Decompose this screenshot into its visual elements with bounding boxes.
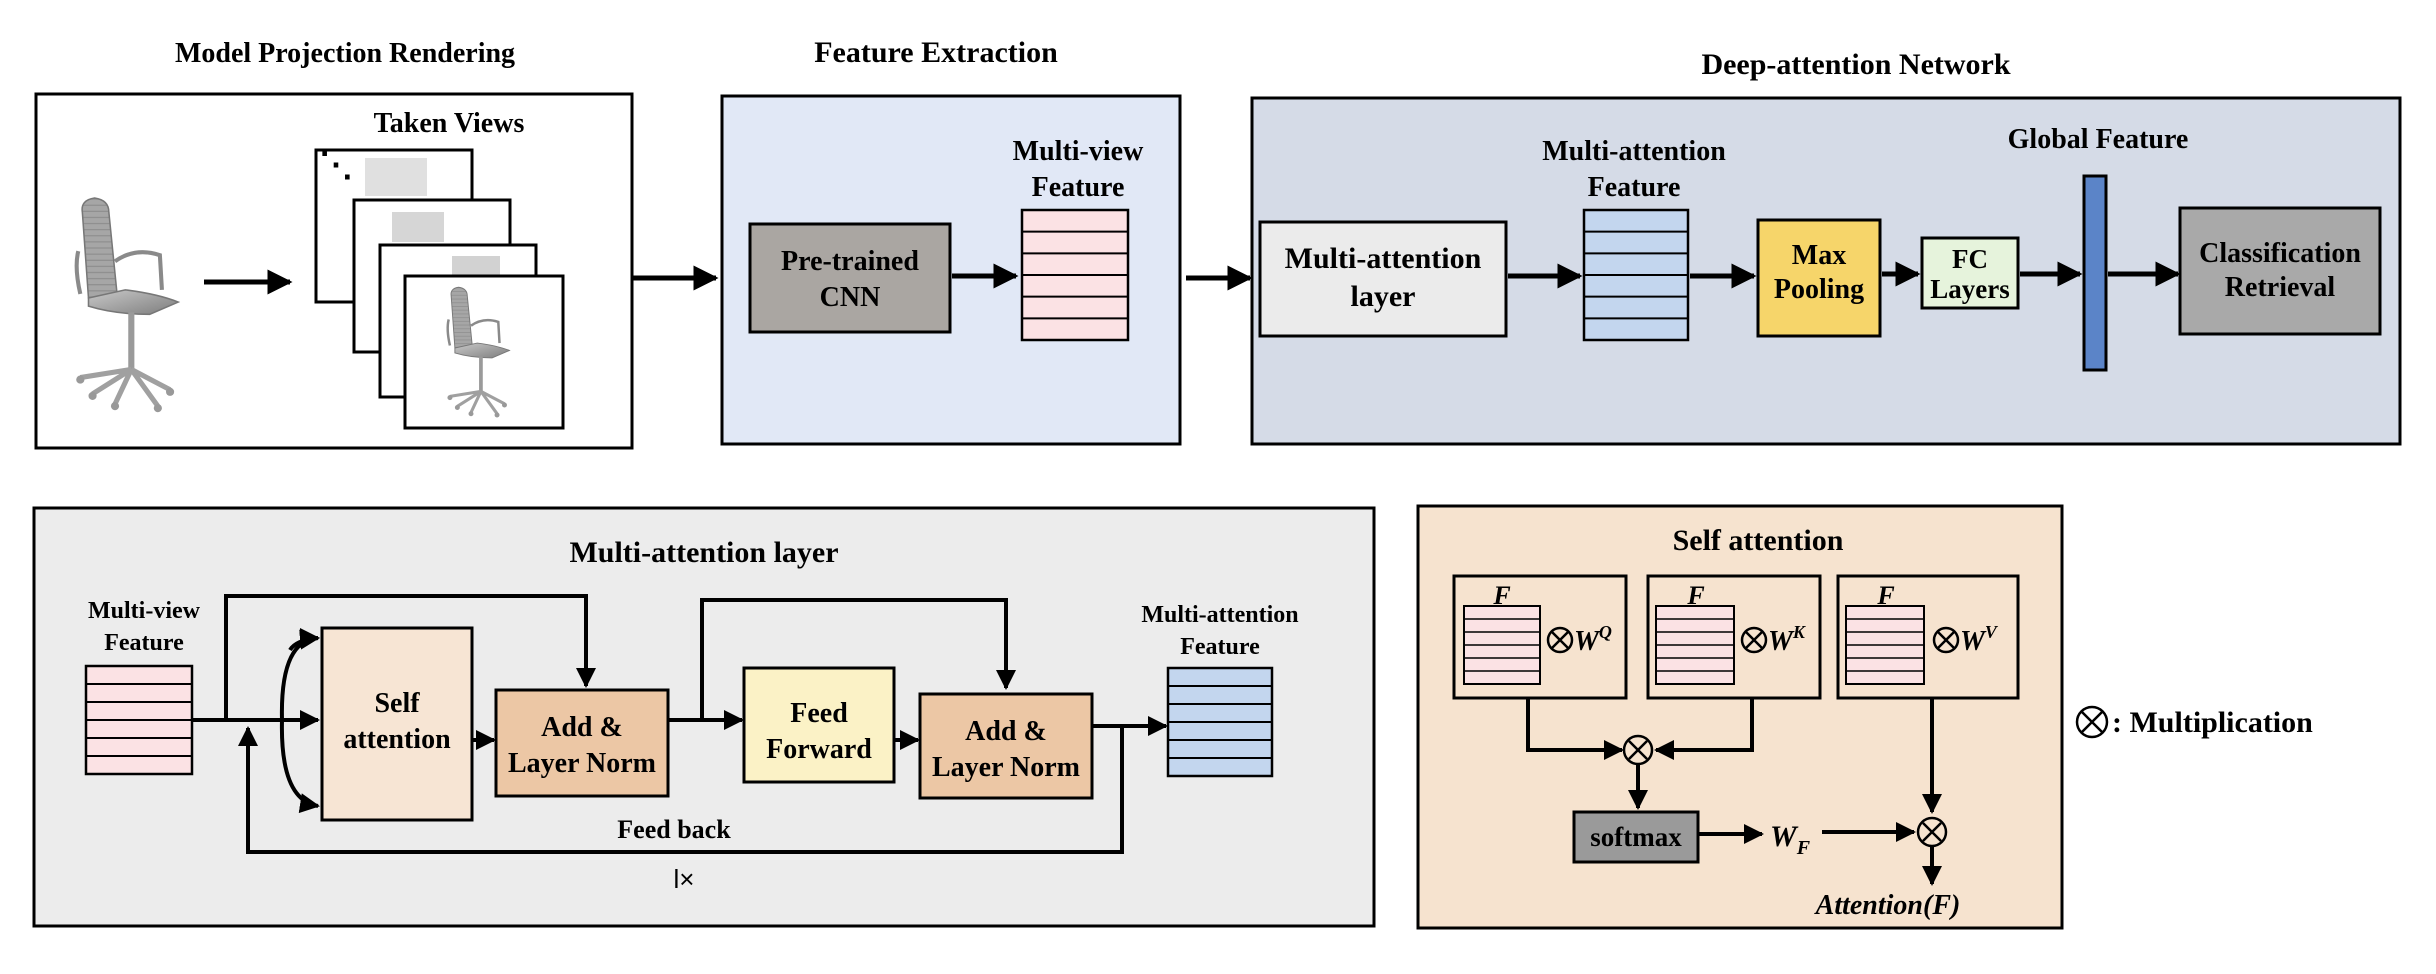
max-pooling-label-2: Pooling <box>1774 274 1864 305</box>
self-attention-label-2: attention <box>343 724 451 755</box>
pretrained-cnn-block <box>748 222 952 334</box>
taken-views-label: Taken Views <box>374 108 525 139</box>
add-norm-2-label-1: Add & <box>965 716 1047 747</box>
self-attention-title: Self attention <box>1673 524 1844 557</box>
softmax-label: softmax <box>1590 822 1682 852</box>
wf-label: WF <box>1770 820 1811 859</box>
value-mult-icon <box>1932 626 1960 654</box>
branch-arrow-top <box>288 629 320 652</box>
feed-forward-label-1: Feed <box>790 698 848 729</box>
add-norm-block-2 <box>918 692 1094 800</box>
value-feature-stack <box>1845 605 1925 685</box>
self-attention-connectors <box>1526 698 1942 886</box>
multi-attention-layer-label-1: Multi-attention <box>1285 242 1482 275</box>
feedback-label: Feed back <box>617 815 731 844</box>
output-feature-label-2: Feature <box>1180 634 1260 660</box>
query-mult-icon <box>1546 626 1574 654</box>
multi-attention-layer-block <box>1258 220 1508 338</box>
attention-output-label: Attention(F) <box>1814 890 1961 921</box>
feature-extraction-title: Feature Extraction <box>814 36 1058 69</box>
query-feature-stack <box>1463 605 1541 685</box>
multiplication-legend-icon <box>2075 705 2109 739</box>
output-feature-label-1: Multi-attention <box>1141 602 1298 628</box>
add-norm-2-label-2: Layer Norm <box>932 752 1080 783</box>
max-pooling-block <box>1756 218 1882 338</box>
model-projection-title: Model Projection Rendering <box>175 38 515 69</box>
feed-forward-block <box>742 666 896 784</box>
deep-attention-title: Deep-attention Network <box>1701 48 2010 81</box>
key-f-label: F <box>1686 581 1704 610</box>
add-norm-1-label-2: Layer Norm <box>508 748 656 779</box>
multi-attention-connectors <box>192 594 1168 854</box>
self-attention-panel <box>1416 504 2064 930</box>
multi-attention-layer-title: Multi-attention layer <box>569 536 838 569</box>
feed-forward-label-2: Forward <box>766 734 872 765</box>
pretrained-cnn-label-2: CNN <box>820 282 881 313</box>
global-feature-label: Global Feature <box>2008 124 2189 155</box>
self-attention-block <box>320 626 474 822</box>
multiplication-legend-text: : Multiplication <box>2112 706 2313 739</box>
input-feature-label-1: Multi-view <box>88 598 201 624</box>
add-norm-block-1 <box>494 688 670 798</box>
multiview-feature-label-2: Feature <box>1032 172 1125 203</box>
repeat-count-label: l× <box>674 864 695 894</box>
multi-attention-layer-label-2: layer <box>1351 280 1416 313</box>
multi-attention-feature-label-1: Multi-attention <box>1542 136 1726 167</box>
self-attention-label-1: Self <box>374 688 420 719</box>
fc-layers-label-1: FC <box>1952 244 1988 274</box>
key-feature-stack <box>1655 605 1735 685</box>
fc-layers-label-2: Layers <box>1930 274 2009 304</box>
weight-v-label: WV <box>1960 622 1999 657</box>
max-pooling-label-1: Max <box>1792 240 1846 271</box>
weight-k-label: WK <box>1768 622 1807 657</box>
multi-attention-feature-label-2: Feature <box>1588 172 1681 203</box>
query-box <box>1452 574 1628 700</box>
multiview-feature-stack <box>1020 208 1130 342</box>
key-mult-icon <box>1740 626 1768 654</box>
input-feature-label-2: Feature <box>104 630 184 656</box>
classification-label: Classification <box>2199 238 2361 269</box>
input-feature-stack <box>84 664 194 776</box>
value-f-label: F <box>1876 581 1894 610</box>
wf-mult-icon <box>1916 816 1948 848</box>
multi-attention-feature-stack <box>1582 208 1690 342</box>
add-norm-1-label-1: Add & <box>541 712 623 743</box>
pretrained-cnn-label-1: Pre-trained <box>781 246 919 277</box>
fc-layers-block <box>1920 236 2020 310</box>
global-feature-bar <box>2082 174 2108 372</box>
classification-retrieval-block <box>2178 206 2382 336</box>
softmax-block <box>1572 810 1700 864</box>
key-box <box>1646 574 1822 700</box>
value-box <box>1836 574 2020 700</box>
multiview-feature-label-1: Multi-view <box>1013 136 1144 167</box>
output-feature-stack <box>1166 666 1274 778</box>
qk-mult-icon <box>1622 734 1654 766</box>
weight-q-label: WQ <box>1574 622 1612 657</box>
views-ellipsis-icon: ⋱ <box>319 147 353 184</box>
retrieval-label: Retrieval <box>2225 272 2336 303</box>
query-f-label: F <box>1492 581 1510 610</box>
view-stack <box>314 148 565 430</box>
